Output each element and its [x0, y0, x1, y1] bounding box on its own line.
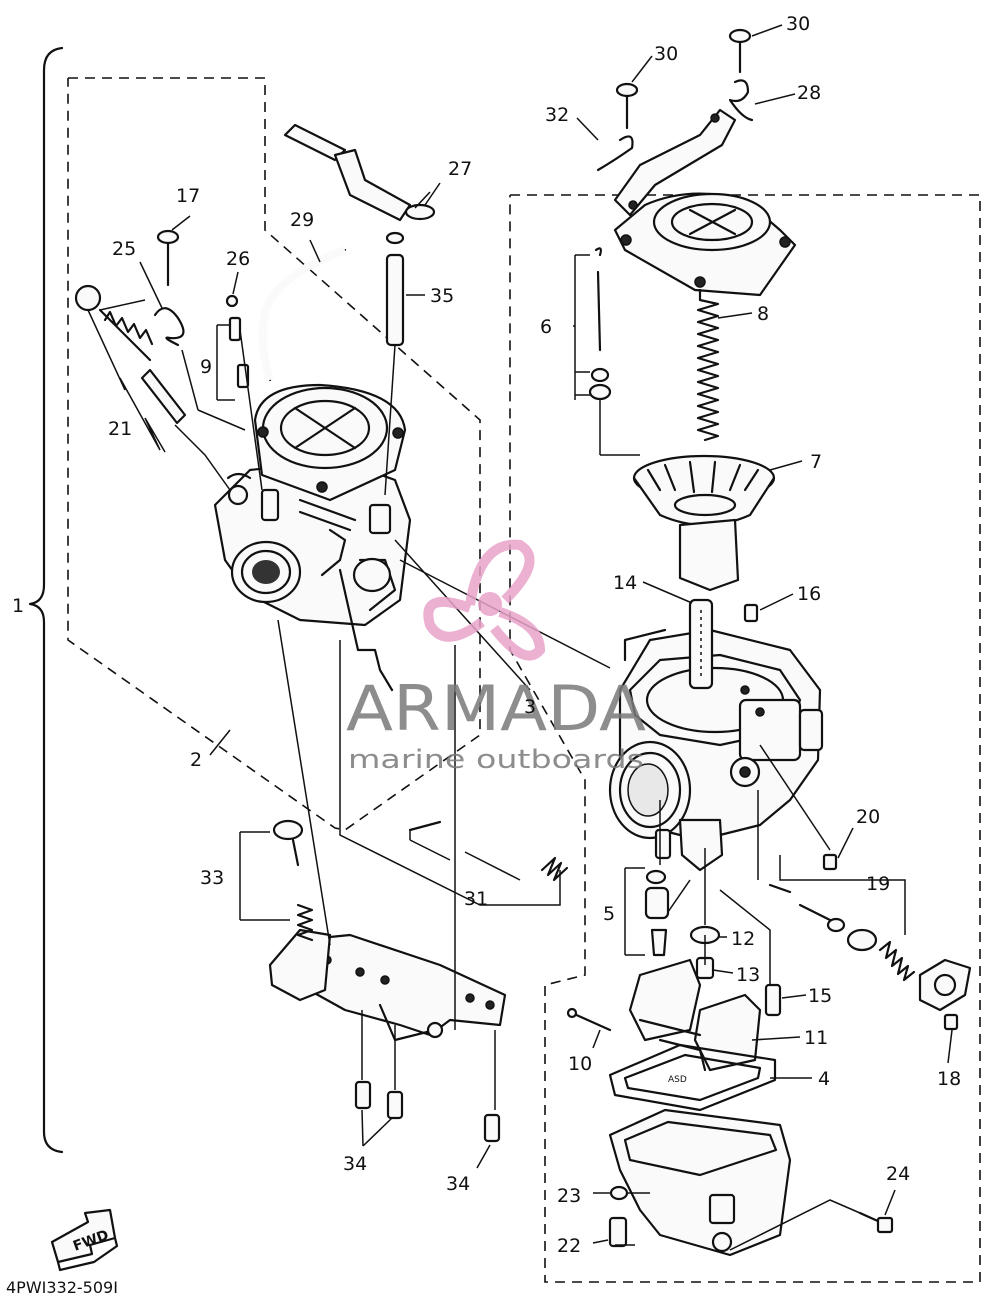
float-11: [628, 958, 762, 1072]
subassembly-boundaries: [67, 77, 981, 1283]
part-label: 22: [557, 1235, 581, 1257]
part-label: 19: [866, 873, 890, 895]
left-carburetor-assembly: [213, 383, 412, 692]
part-label: 23: [557, 1185, 581, 1207]
svg-text:ASD: ASD: [668, 1075, 687, 1085]
part-label: 9: [200, 356, 212, 378]
part-label: 21: [108, 418, 132, 440]
part-label: 10: [568, 1053, 592, 1075]
jet-needle-set: [574, 247, 612, 401]
part-labels: 1 2 3 4 5 6 7 8 9 10 11 12 13 14 15 16 1…: [12, 13, 961, 1257]
part-label: 16: [797, 583, 821, 605]
part-label: 31: [464, 888, 488, 910]
part-label: 27: [448, 158, 472, 180]
part-label: 12: [731, 928, 755, 950]
part-label: 6: [540, 316, 552, 338]
piston-valve-7: [632, 454, 776, 592]
part-label: 15: [808, 985, 832, 1007]
label-leaders: [139, 24, 953, 1244]
part-label: 29: [290, 209, 314, 231]
part-label: 11: [804, 1027, 828, 1049]
fwd-arrow: FWD: [50, 1208, 119, 1272]
watermark-brand: ARMADA: [346, 672, 646, 745]
assembly-bracket: [28, 46, 64, 1154]
part-label: 4: [818, 1068, 830, 1090]
linkage-bracket-31: [268, 928, 507, 1042]
part-label: 35: [430, 285, 454, 307]
float-bowl: [608, 1108, 792, 1257]
drawing-code: 4PWI332-509I: [6, 1278, 118, 1297]
right-carburetor-body: [608, 598, 824, 872]
part-label: 18: [937, 1068, 961, 1090]
part-label: 13: [736, 964, 760, 986]
leader-lines: [87, 191, 906, 1251]
spring-8: [696, 288, 720, 442]
diaphragm-cover: [613, 192, 797, 297]
part-label: 1: [12, 595, 24, 617]
part-label: 2: [190, 749, 202, 771]
gasket-4: ASD: [608, 1043, 777, 1112]
part-label: 24: [886, 1163, 910, 1185]
part-label: 30: [786, 13, 810, 35]
part-label: 25: [112, 238, 136, 260]
part-label: 3: [524, 696, 536, 718]
watermark-tagline: marine outboards: [348, 745, 644, 775]
cover-bracket-plate: [613, 108, 737, 217]
hoses-and-fittings: [74, 28, 972, 1248]
part-label: 32: [545, 104, 569, 126]
part-label: 8: [757, 303, 769, 325]
part-label: 30: [654, 43, 678, 65]
part-label: 7: [810, 451, 822, 473]
propeller-logo: [423, 539, 546, 661]
part-label: 34: [343, 1153, 367, 1175]
armada-watermark: ARMADA marine outboards: [346, 539, 646, 775]
part-label: 14: [613, 572, 637, 594]
part-label: 33: [200, 867, 224, 889]
part-label: 34: [446, 1173, 470, 1195]
part-label: 28: [797, 82, 821, 104]
part-label: 26: [226, 248, 250, 270]
part-label: 5: [603, 903, 615, 925]
part-label: 17: [176, 185, 200, 207]
part-label: 20: [856, 806, 880, 828]
